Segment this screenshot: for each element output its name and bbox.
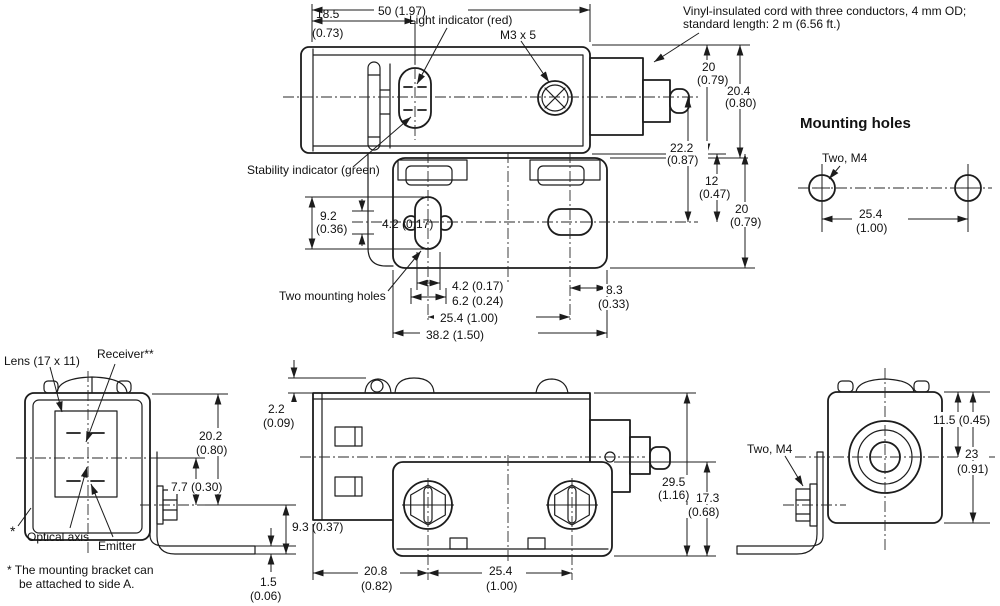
mounting-holes-detail: Mounting holes 25.4 (1.00) Two, M4	[798, 115, 992, 235]
dim-20-right-in: (0.79)	[730, 215, 761, 229]
dim-20-4-mm: 20.4	[727, 84, 751, 98]
label-lens: Lens (17 x 11)	[4, 354, 80, 368]
dim-7-7: 7.7 (0.30)	[171, 480, 222, 494]
label-m3: M3 x 5	[500, 28, 536, 42]
dim-25-4-holes-in: (1.00)	[856, 221, 887, 235]
rear-view: 11.5 (0.45) 23 (0.91) Two, M4	[736, 368, 1000, 555]
mounting-bracket-rear	[736, 451, 824, 555]
dim-2-2-mm: 2.2	[268, 402, 285, 416]
front-view: Lens (17 x 11) Receiver** 20.2 (0.80) 7.…	[4, 347, 343, 603]
dim-38-2: 38.2 (1.50)	[426, 328, 484, 342]
dim-18-5-mm: 18.5	[316, 7, 340, 21]
dim-23-mm: 23	[965, 447, 979, 461]
label-two-m4-rear: Two, M4	[747, 442, 793, 456]
dim-1-5-in: (0.06)	[250, 589, 281, 603]
dim-22-2-mm: 22.2	[670, 141, 694, 155]
dim-25-4-holes-mm: 25.4	[859, 207, 883, 221]
dim-20-8-mm: 20.8	[364, 564, 388, 578]
dim-25-4-plan: 25.4 (1.00)	[440, 311, 498, 325]
label-stability-indicator: Stability indicator (green)	[247, 163, 380, 177]
dim-20-2-mm: 20.2	[199, 429, 223, 443]
footnote-line1: * The mounting bracket can	[7, 563, 154, 577]
label-optical-axis: Optical axis	[27, 530, 89, 544]
label-two-m4-holes: Two, M4	[822, 151, 868, 165]
label-receiver: Receiver**	[97, 347, 154, 361]
dim-12-mm: 12	[705, 174, 719, 188]
label-light-indicator: Light indicator (red)	[409, 13, 512, 27]
cord-note: Vinyl-insulated cord with three conducto…	[683, 4, 966, 31]
dim-50: 50 (1.97)	[378, 4, 426, 18]
dim-11-5: 11.5 (0.45)	[933, 413, 990, 427]
dim-9-2-mm: 9.2	[320, 209, 337, 223]
bracket-plan-view: 9.2 (0.36) 4.2 (0.17) Two mounting holes…	[279, 152, 698, 342]
dim-20-top-mm: 20	[702, 60, 716, 74]
dim-25-4-side-in: (1.00)	[486, 579, 517, 593]
side-a-asterisk: *	[10, 523, 16, 539]
dim-20-right-mm: 20	[735, 202, 749, 216]
dim-6-2: 6.2 (0.24)	[452, 294, 503, 308]
footnote-line2: be attached to side A.	[19, 577, 134, 591]
dim-17-3-in: (0.68)	[688, 505, 719, 519]
m3-screw-icon	[537, 80, 573, 116]
dim-22-2-in: (0.87)	[667, 153, 698, 167]
dim-12-in: (0.47)	[699, 187, 730, 201]
dim-25-4-side-mm: 25.4	[489, 564, 513, 578]
label-emitter: Emitter	[98, 539, 136, 553]
top-view: 50 (1.97) 18.5 (0.73) Light indicator (r…	[247, 4, 764, 269]
dim-23-in: (0.91)	[957, 462, 988, 476]
dim-20-4-in: (0.80)	[725, 96, 756, 110]
dim-20-top-in: (0.79)	[697, 73, 728, 87]
dim-9-2-in: (0.36)	[316, 222, 347, 236]
label-two-mounting-holes: Two mounting holes	[279, 289, 386, 303]
cord-icon-side	[649, 446, 671, 470]
dim-17-3-mm: 17.3	[696, 491, 720, 505]
lens-window	[54, 410, 118, 498]
cord-note-line2: standard length: 2 m (6.56 ft.)	[683, 17, 840, 31]
dim-20-8-in: (0.82)	[361, 579, 392, 593]
dim-29-5-mm: 29.5	[662, 475, 686, 489]
mounting-holes-title: Mounting holes	[800, 115, 911, 132]
dim-20-2-in: (0.80)	[196, 443, 227, 457]
dim-29-5-in: (1.16)	[658, 488, 689, 502]
cord-note-line1: Vinyl-insulated cord with three conducto…	[683, 4, 966, 18]
mounting-bracket-front	[149, 451, 256, 555]
cord-icon	[669, 88, 690, 114]
dim-2-2-in: (0.09)	[263, 416, 294, 430]
dim-8-3-in: (0.33)	[598, 297, 629, 311]
dim-9-3: 9.3 (0.37)	[292, 520, 343, 534]
dim-4-2-bottom: 4.2 (0.17)	[452, 279, 503, 293]
side-view: 2.2 (0.09) 20.8 (0.82) 25.4 (1.00) 29.5 …	[262, 360, 726, 593]
dim-1-5-mm: 1.5	[260, 575, 277, 589]
dim-4-2-side: 4.2 (0.17)	[382, 217, 433, 231]
dim-18-5-in: (0.73)	[312, 26, 343, 40]
dim-8-3-mm: 8.3	[606, 283, 623, 297]
